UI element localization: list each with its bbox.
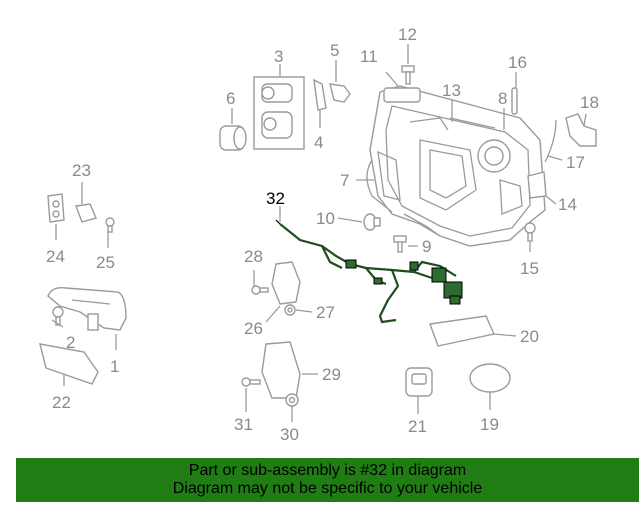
- info-banner: Part or sub-assembly is #32 in diagram D…: [16, 458, 639, 502]
- bracket-22: [39, 343, 99, 385]
- door-inner-panel: [366, 85, 546, 247]
- callout-7: 7: [340, 171, 349, 190]
- callout-16: 16: [508, 53, 527, 72]
- leader-lines: [51, 44, 587, 422]
- callout-8: 8: [498, 89, 507, 108]
- screw-15: [524, 222, 536, 242]
- callout-25: 25: [96, 253, 115, 272]
- callout-15: 15: [520, 259, 539, 278]
- callout-32: 32: [266, 189, 285, 208]
- callout-29: 29: [322, 365, 341, 384]
- latch-bracket: [313, 78, 351, 111]
- clip-14: [527, 171, 547, 199]
- callout-9: 9: [422, 237, 431, 256]
- parts-diagram: 1 2 3 4 5 6 7 8 9 10 11 12 13 14 15 16 1…: [39, 25, 599, 444]
- callout-30: 30: [280, 425, 299, 444]
- callout-26: 26: [244, 319, 263, 338]
- callout-31: 31: [234, 415, 253, 434]
- callout-18: 18: [580, 93, 599, 112]
- bolt-9: [393, 235, 407, 253]
- callout-23: 23: [72, 161, 91, 180]
- callout-4: 4: [314, 133, 323, 152]
- rod-17: [544, 119, 557, 163]
- banner-line-1: Part or sub-assembly is #32 in diagram: [188, 462, 467, 479]
- outside-handle: [47, 286, 127, 331]
- callout-2: 2: [66, 333, 75, 352]
- lock-cylinder-kit: [253, 76, 305, 150]
- callout-19: 19: [480, 415, 499, 434]
- callout-1: 1: [110, 357, 119, 376]
- disc-19: [469, 363, 511, 393]
- banner-line-2: Diagram may not be specific to your vehi…: [172, 480, 483, 497]
- callout-21: 21: [408, 417, 427, 436]
- callout-12: 12: [398, 25, 417, 44]
- grommet-10: [363, 213, 381, 231]
- rod-16: [511, 87, 518, 115]
- callout-11: 11: [360, 47, 378, 66]
- callout-13: 13: [442, 81, 461, 100]
- hinge-group-23: [47, 193, 115, 233]
- wiring-harness-32: [275, 219, 463, 324]
- module-21: [405, 367, 433, 397]
- callout-10: 10: [316, 209, 335, 228]
- callout-3: 3: [274, 47, 283, 66]
- hinge-bracket-18: [565, 113, 597, 147]
- striker-26: [251, 261, 301, 316]
- callout-28: 28: [244, 247, 263, 266]
- callout-17: 17: [566, 153, 585, 172]
- callout-27: 27: [316, 303, 335, 322]
- callout-24: 24: [46, 247, 65, 266]
- callout-14: 14: [558, 195, 577, 214]
- pad-20: [429, 315, 495, 347]
- callout-20: 20: [520, 327, 539, 346]
- callout-22: 22: [52, 393, 71, 412]
- striker-29: [241, 341, 301, 407]
- lock-cap: [219, 125, 247, 151]
- callout-6: 6: [226, 89, 235, 108]
- callout-5: 5: [330, 41, 339, 60]
- bolt-12: [401, 65, 415, 85]
